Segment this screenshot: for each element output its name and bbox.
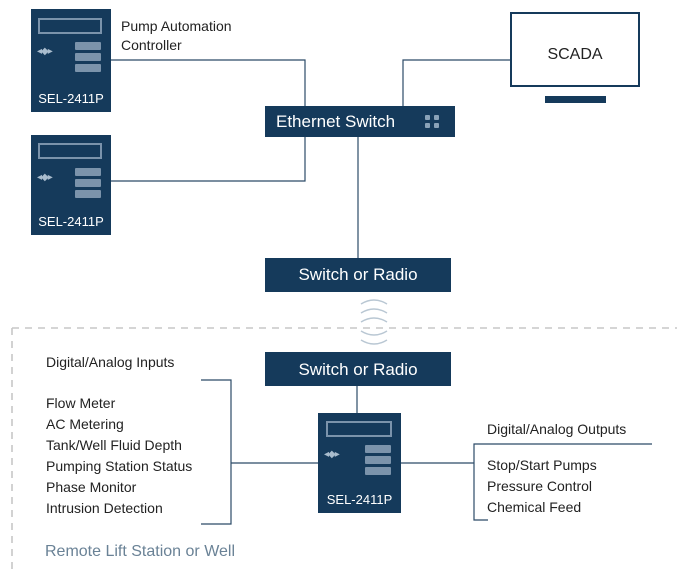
input-item: Flow Meter: [46, 395, 116, 411]
navigation-arrows-icon: ◂◆▸: [37, 172, 53, 183]
switch-or-radio-top-label: Switch or Radio: [298, 265, 418, 284]
input-item: Phase Monitor: [46, 479, 137, 495]
input-item: Tank/Well Fluid Depth: [46, 437, 182, 453]
controller-2-label: SEL-2411P: [38, 214, 104, 229]
navigation-arrows-icon: ◂◆▸: [324, 449, 340, 460]
scada-screen: SCADA: [510, 12, 640, 87]
device-button: [75, 42, 101, 50]
input-item: AC Metering: [46, 416, 124, 432]
device-button: [75, 53, 101, 61]
controller-device-2: ◂◆▸ SEL-2411P: [31, 135, 111, 235]
inputs-bracket: [201, 379, 232, 525]
connector-lines: [111, 59, 652, 525]
device-button: [75, 168, 101, 176]
outputs-bracket: [473, 443, 652, 521]
controller-device-3: ◂◆▸ SEL-2411P: [318, 413, 401, 513]
outputs-list: Stop/Start Pumps Pressure Control Chemic…: [487, 455, 597, 518]
caption-line: Pump Automation: [121, 18, 232, 34]
ethernet-switch: Ethernet Switch: [265, 106, 455, 137]
caption-line: Controller: [121, 37, 182, 53]
device-display: [38, 18, 102, 34]
device-display: [38, 143, 102, 159]
output-item: Chemical Feed: [487, 499, 582, 515]
controller-2-link: [111, 137, 306, 182]
device-button: [365, 467, 391, 475]
device-display: [326, 421, 392, 437]
outputs-heading: Digital/Analog Outputs: [487, 421, 627, 437]
monitor-icon: SCADA: [510, 12, 640, 103]
output-item: Stop/Start Pumps: [487, 457, 597, 473]
inputs-list: Flow Meter AC Metering Tank/Well Fluid D…: [46, 393, 192, 519]
controller-3-label: SEL-2411P: [326, 492, 393, 507]
device-button: [75, 64, 101, 72]
pump-controller-caption: Pump Automation Controller: [121, 17, 232, 55]
scada-label: SCADA: [547, 46, 603, 63]
ethernet-switch-label: Ethernet Switch: [276, 112, 396, 131]
inputs-heading: Digital/Analog Inputs: [46, 354, 175, 370]
device-button: [75, 190, 101, 198]
remote-region-label: Remote Lift Station or Well: [45, 543, 236, 560]
controller-device-1: ◂◆▸ SEL-2411P: [31, 9, 111, 112]
network-ports-icon: [425, 115, 441, 129]
output-item: Pressure Control: [487, 478, 593, 494]
input-item: Intrusion Detection: [46, 500, 163, 516]
scada-link: [402, 59, 510, 106]
controller-1-link: [111, 59, 306, 106]
switch-or-radio-bottom: Switch or Radio: [265, 352, 451, 386]
device-button: [365, 456, 391, 464]
device-button: [75, 179, 101, 187]
monitor-stand: [545, 96, 606, 103]
navigation-arrows-icon: ◂◆▸: [37, 46, 53, 57]
switch-or-radio-bottom-label: Switch or Radio: [298, 360, 418, 379]
remote-region-border: [11, 327, 677, 571]
device-button: [365, 445, 391, 453]
switch-or-radio-top: Switch or Radio: [265, 258, 451, 292]
controller-1-label: SEL-2411P: [38, 91, 104, 106]
wireless-signal-icon: [360, 299, 388, 345]
input-item: Pumping Station Status: [46, 458, 193, 474]
